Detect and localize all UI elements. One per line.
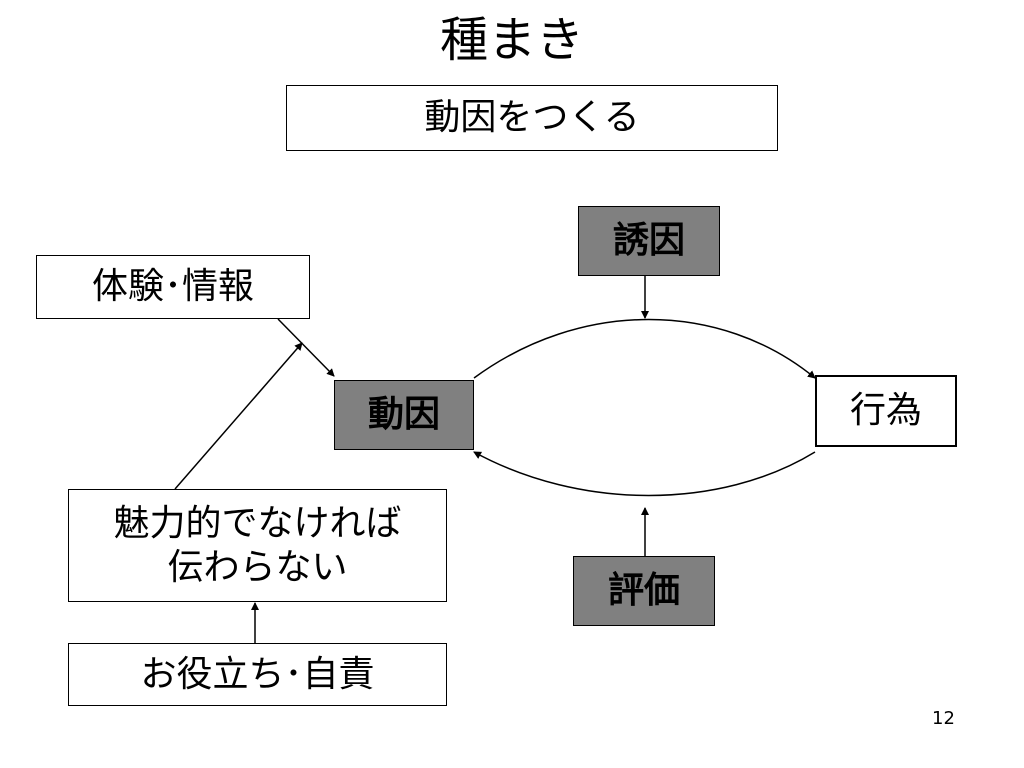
- action-box: 行為: [815, 375, 957, 447]
- arrow-action-to-motive: [473, 451, 816, 497]
- incentive-label: 誘因: [612, 220, 685, 262]
- page-number: 12: [932, 708, 955, 729]
- arrow-attractiveness-to-experience-line: [174, 342, 303, 490]
- attractiveness-line-1: 魅力的でなければ: [113, 503, 402, 545]
- subtitle-box: 動因をつくる: [286, 85, 778, 151]
- motive-label: 動因: [367, 394, 440, 436]
- experience-info-label: 体験･情報: [91, 266, 254, 308]
- attractiveness-line-2: 伝わらない: [167, 546, 348, 588]
- attractiveness-box: 魅力的でなければ 伝わらない: [68, 489, 447, 602]
- slide-title: 種まき: [439, 12, 584, 68]
- motive-box: 動因: [334, 380, 474, 450]
- arrow-motive-to-action: [473, 318, 816, 379]
- action-label: 行為: [849, 390, 922, 432]
- usefulness-box: お役立ち･自責: [68, 643, 447, 706]
- evaluation-box: 評価: [573, 556, 715, 626]
- incentive-box: 誘因: [578, 206, 720, 276]
- subtitle-label: 動因をつくる: [424, 97, 640, 139]
- experience-info-box: 体験･情報: [36, 255, 310, 319]
- evaluation-label: 評価: [607, 570, 680, 612]
- arrow-experience-to-motive: [277, 318, 335, 377]
- usefulness-label: お役立ち･自責: [140, 653, 375, 695]
